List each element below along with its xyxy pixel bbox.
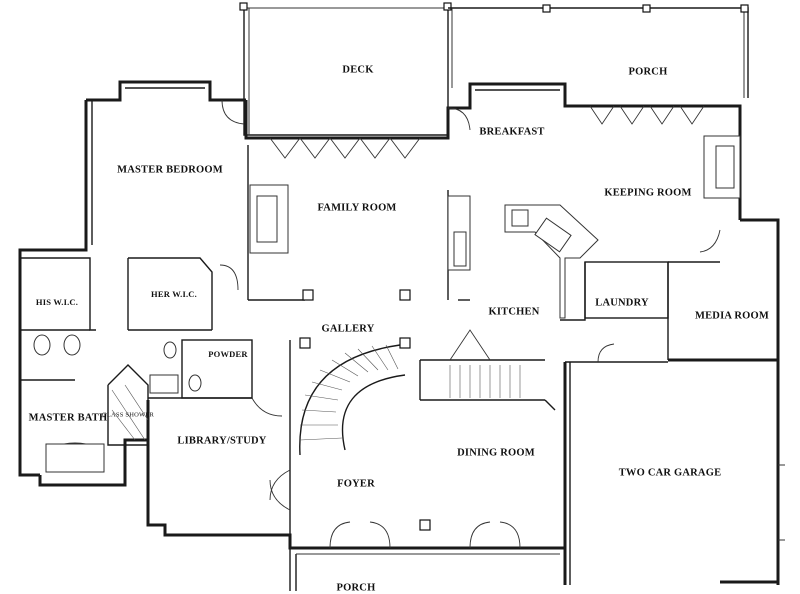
garage-details [778,464,785,541]
room-label-her-wic: HER W.I.C. [151,289,197,299]
fireplaces [249,135,741,271]
room-label-laundry: LAUNDRY [595,297,649,309]
front-doors [219,229,721,549]
room-label-family-room: FAMILY ROOM [317,202,397,214]
rear-doors [221,99,705,159]
room-label-deck: DECK [342,64,374,76]
room-label-gallery: GALLERY [321,323,375,335]
room-label-master-bath: MASTER BATH [28,412,108,424]
exterior-walls [18,80,780,591]
room-label-media-room: MEDIA ROOM [694,310,770,322]
master-bath-fixtures [33,334,202,473]
room-label-powder: POWDER [208,349,248,359]
room-label-kitchen: KITCHEN [488,306,540,318]
room-label-library-study: LIBRARY/STUDY [177,435,267,447]
room-label-porch-rear: PORCH [628,66,668,78]
room-label-dining-room: DINING ROOM [457,447,535,459]
room-label-keeping-room: KEEPING ROOM [604,187,692,199]
room-label-foyer: FOYER [337,478,375,490]
kitchen-island [504,204,599,319]
room-label-master-bedroom: MASTER BEDROOM [117,164,223,176]
room-label-two-car-garage: TWO CAR GARAGE [618,467,722,479]
columns [299,289,431,531]
room-label-porch-front: PORCH [336,582,376,594]
room-label-glass-shower: GLASS SHOWER [101,411,155,419]
interior-walls [20,145,720,535]
rear-porch-outline [448,4,749,98]
room-label-breakfast: BREAKFAST [479,126,545,138]
deck-outline [239,2,452,136]
room-label-his-wic: HIS W.I.C. [35,297,79,307]
main-stair [299,329,521,456]
